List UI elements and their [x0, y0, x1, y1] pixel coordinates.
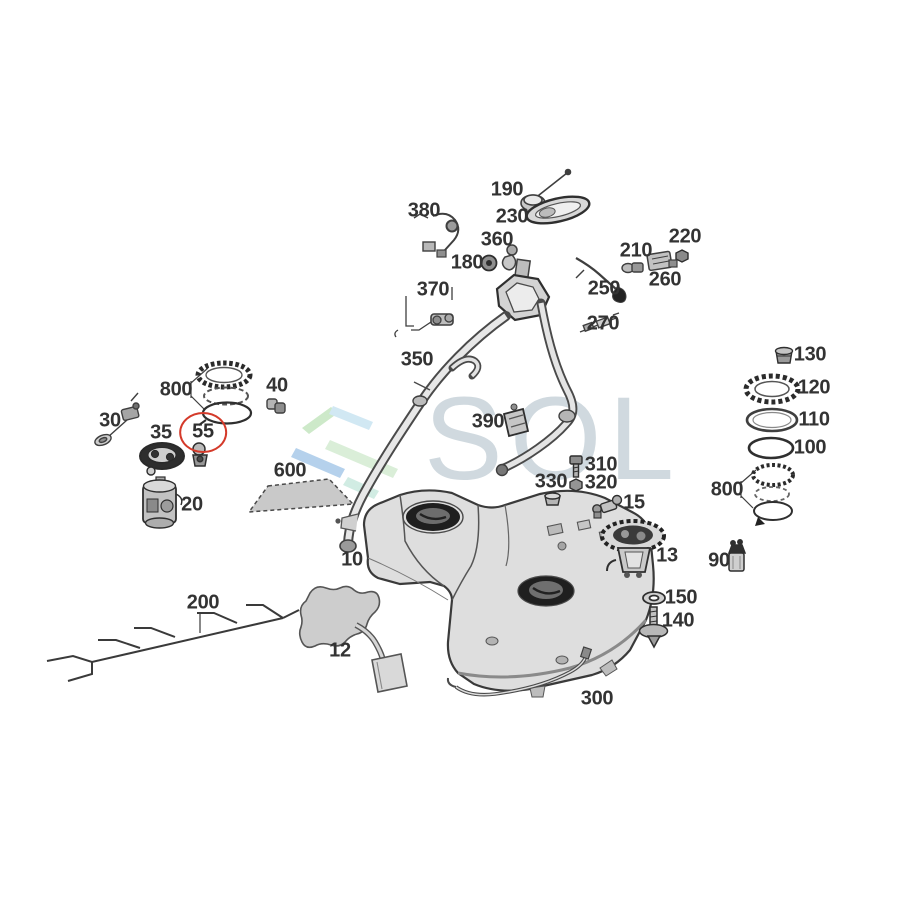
part-label-270: 270 — [586, 312, 620, 335]
part-label-220: 220 — [668, 225, 702, 248]
part-label-15: 15 — [623, 491, 645, 514]
part-label-310: 310 — [584, 453, 618, 476]
part-label-390: 390 — [471, 410, 505, 433]
fuel-tank-drawing — [335, 489, 655, 698]
part-label-370: 370 — [416, 278, 450, 301]
filler-head-drawing — [495, 258, 551, 322]
part-label-150: 150 — [664, 586, 698, 609]
part-label-320: 320 — [584, 471, 618, 494]
part-label-10: 10 — [341, 548, 363, 571]
part-label-90: 90 — [708, 549, 730, 572]
part-label-330: 330 — [534, 470, 568, 493]
part-label-55: 55 — [192, 420, 214, 443]
nut-220-drawing — [675, 249, 689, 263]
bracket-15-drawing — [592, 494, 623, 519]
part-label-800R: 800 — [710, 478, 744, 501]
seal-110-drawing — [745, 407, 799, 433]
part-label-40: 40 — [266, 374, 288, 397]
connector-210-drawing — [621, 262, 644, 274]
bolt-140-drawing — [638, 606, 669, 649]
part-label-600: 600 — [273, 459, 307, 482]
cap-130-drawing — [774, 346, 794, 364]
heat-shield-drawing — [298, 585, 408, 693]
vent-valve-drawing — [501, 244, 518, 271]
filler-pipe-drawing — [339, 311, 511, 553]
mat-600-drawing — [247, 478, 355, 513]
seal-ring-set-right-drawing — [740, 463, 795, 526]
purge-fitting-drawing — [394, 287, 454, 338]
part-label-210: 210 — [619, 239, 653, 262]
part-label-12: 12 — [329, 639, 351, 662]
wiring-harness-drawing — [46, 604, 300, 682]
part-label-130: 130 — [793, 343, 827, 366]
breather-bracket-drawing — [413, 212, 460, 258]
fuel-pump-drawing — [142, 476, 183, 529]
valve-260-drawing — [646, 250, 678, 272]
washer-150-drawing — [642, 591, 666, 605]
hose-250-drawing — [575, 257, 627, 303]
lock-ring-120-drawing — [743, 373, 801, 405]
part-label-120: 120 — [797, 376, 831, 399]
part-label-30: 30 — [99, 409, 121, 432]
part-label-230: 230 — [495, 205, 529, 228]
part-label-260: 260 — [648, 268, 682, 291]
part-label-250: 250 — [587, 277, 621, 300]
grommet-drawing — [480, 254, 498, 272]
pump-flange-drawing — [139, 442, 185, 476]
sender-unit-drawing — [600, 519, 666, 578]
part-label-180: 180 — [450, 251, 484, 274]
filter-90-drawing — [727, 539, 747, 572]
part-label-35: 35 — [150, 421, 172, 444]
part-label-300: 300 — [580, 687, 614, 710]
filler-escutcheon-drawing — [525, 195, 591, 225]
part-label-20: 20 — [181, 493, 203, 516]
sensor-30-drawing — [94, 392, 140, 447]
oring-100-drawing — [747, 436, 795, 460]
part-label-350: 350 — [400, 348, 434, 371]
cap-330-drawing — [544, 492, 561, 506]
part-label-200: 200 — [186, 591, 220, 614]
pipe-270-drawing — [579, 312, 620, 333]
part-label-380: 380 — [407, 199, 441, 222]
part-label-110: 110 — [798, 408, 830, 431]
part-label-13: 13 — [656, 544, 678, 567]
part-label-800L: 800 — [159, 378, 193, 401]
clip-40-drawing — [266, 398, 286, 414]
part-label-190: 190 — [490, 178, 524, 201]
part-label-360: 360 — [480, 228, 514, 251]
tank-strap-drawing — [446, 646, 593, 697]
nut-320-drawing — [569, 478, 583, 492]
bolt-310-drawing — [569, 455, 583, 478]
part-label-140: 140 — [661, 609, 695, 632]
part-label-100: 100 — [793, 436, 827, 459]
vent-pipe-drawing — [495, 298, 578, 477]
